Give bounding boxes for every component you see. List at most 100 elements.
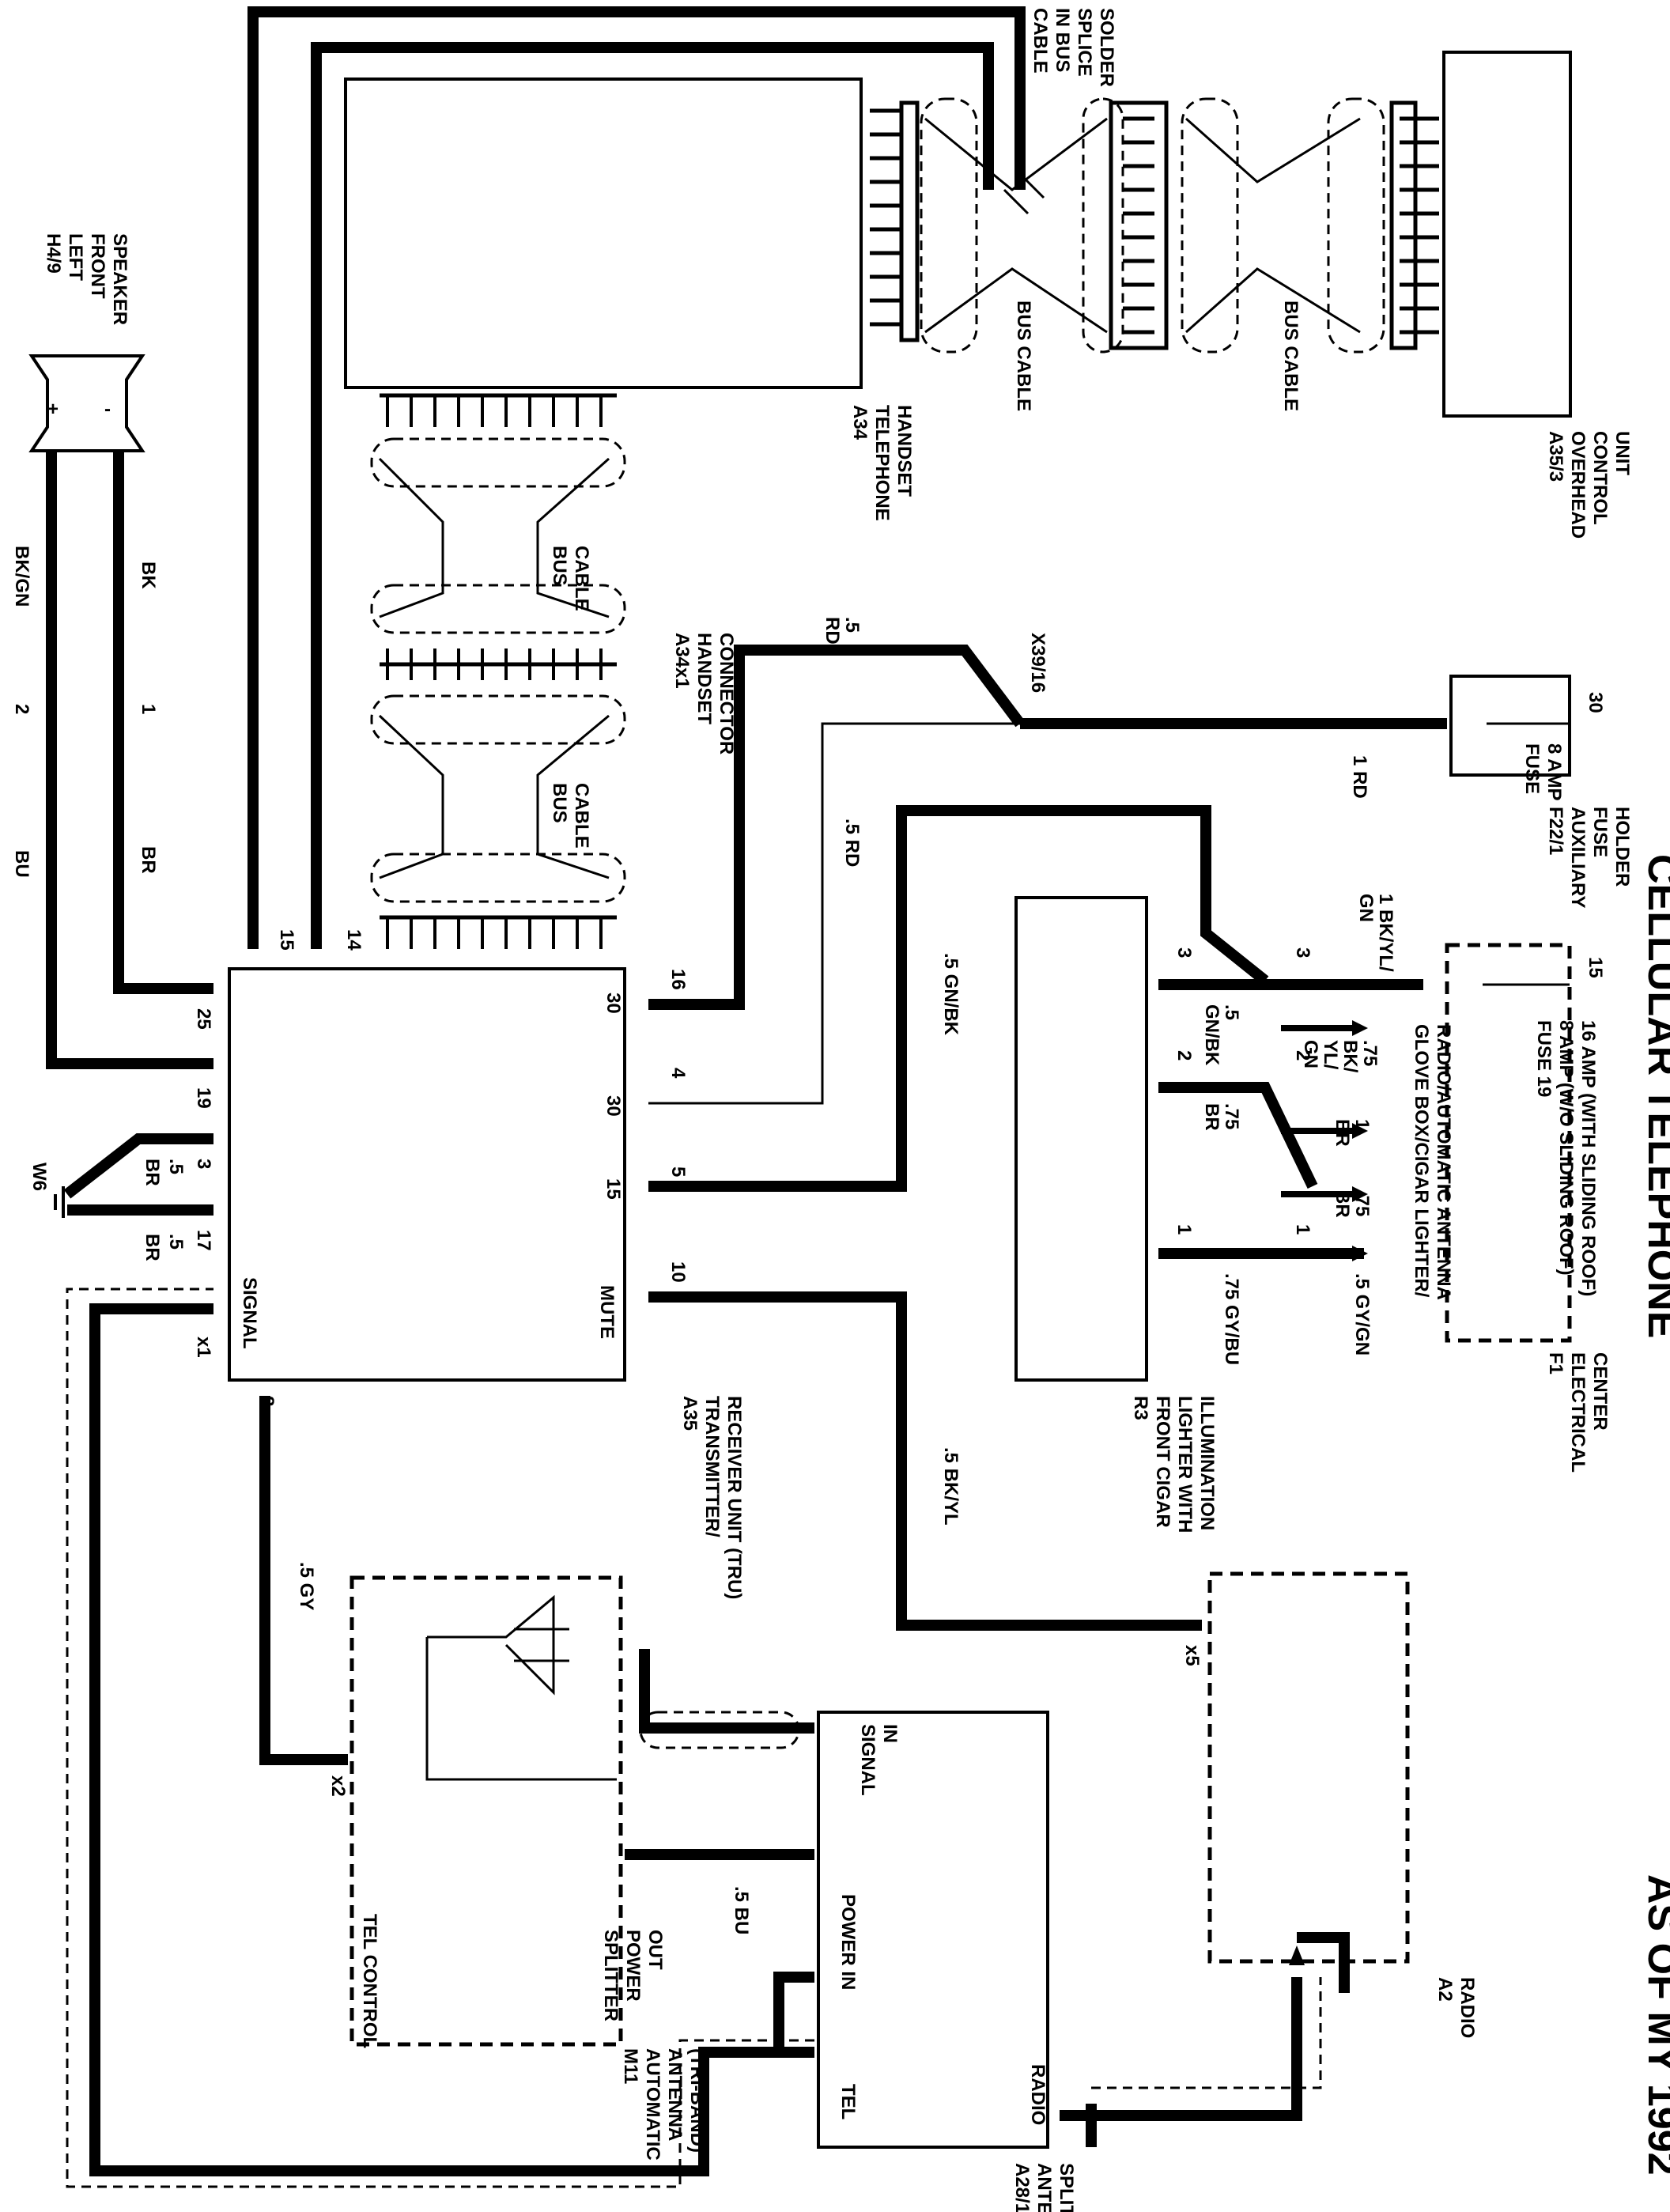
svg-text:AUTOMATIC: AUTOMATIC — [642, 2048, 663, 2161]
aux-fuse-holder — [1449, 675, 1571, 777]
svg-text:HANDSET: HANDSET — [693, 633, 715, 724]
svg-text:SPLICE: SPLICE — [1074, 8, 1095, 77]
r3-label: R3 FRONT CIGAR LIGHTER WITH ILLUMINATION — [1130, 1396, 1218, 1533]
wire-bk-label: BK — [138, 562, 159, 589]
glove-box-label: GLOVE BOX/CIGAR LIGHTER/ RADIO/AUTOMATIC… — [1411, 1024, 1454, 1300]
a35-label: A35 TRANSMITTER/ RECEIVER UNIT (TRU) — [679, 1396, 745, 1599]
svg-text:16 AMP (WITH SLIDING ROOF): 16 AMP (WITH SLIDING ROOF) — [1577, 1020, 1599, 1296]
svg-text:TELEPHONE: TELEPHONE — [871, 405, 893, 521]
svg-text:A28/1: A28/1 — [1011, 2163, 1033, 2212]
wire-rd: RD — [822, 617, 843, 645]
power-in-label: POWER IN — [837, 1894, 859, 1990]
telephone-handset-box — [344, 78, 863, 389]
wire-gygn: .5 GY/GN — [1351, 1273, 1373, 1356]
ground-br-1: .5 — [165, 1159, 187, 1174]
svg-text:CONTROL: CONTROL — [1589, 431, 1611, 525]
svg-text:FUSE: FUSE — [1589, 807, 1611, 857]
solder-splice-label: SOLDER SPLICE IN BUS CABLE — [1030, 8, 1117, 87]
speaker-plus: + — [47, 399, 59, 420]
tru-pin30a: 30 — [603, 993, 624, 1014]
wire-bu-label: BU — [11, 850, 32, 878]
r3-pin2: 2 — [1173, 1050, 1195, 1061]
pin-10-label: 10 — [667, 1261, 689, 1283]
r3-pin1: 1 — [1173, 1224, 1195, 1235]
overhead-unit-connector — [1389, 100, 1439, 350]
svg-text:OUT: OUT — [644, 1930, 666, 1970]
svg-text:A34x1: A34x1 — [671, 633, 693, 689]
tru-mute-label: MUTE — [596, 1285, 618, 1339]
automatic-antenna-box — [349, 1575, 623, 2047]
svg-text:HOLDER: HOLDER — [1611, 807, 1633, 887]
svg-text:ELECTRICAL: ELECTRICAL — [1567, 1352, 1589, 1473]
svg-text:FRONT: FRONT — [87, 233, 108, 299]
svg-text:CONNECTOR: CONNECTOR — [716, 633, 737, 754]
wire-yl: YL/ — [1320, 1040, 1341, 1070]
pin-4-label: 4 — [667, 1068, 689, 1079]
svg-text:CABLE: CABLE — [571, 783, 592, 849]
f1-pin1: 1 — [1292, 1224, 1313, 1235]
svg-text:FUSE: FUSE — [1521, 743, 1543, 794]
wire-bkyl-label: .5 BK/YL — [940, 1447, 962, 1526]
wire-pin-14 — [311, 42, 994, 949]
coax-radio-2 — [1086, 1932, 1350, 2147]
svg-text:LEFT: LEFT — [65, 233, 86, 281]
f22-1-label: F22/1 AUXILIARY FUSE HOLDER — [1545, 807, 1633, 908]
svg-text:CABLE: CABLE — [1030, 8, 1051, 74]
svg-text:BUS: BUS — [549, 783, 570, 823]
coax-radio-arrow — [1289, 1945, 1305, 1965]
bus-cable-vertical-label-2: BUS CABLE — [549, 783, 592, 849]
coax-signal-in — [639, 1649, 814, 1734]
svg-text:8 AMP (W/O SLIDING ROOF): 8 AMP (W/O SLIDING ROOF) — [1555, 1020, 1577, 1276]
bus-cable-label-1: BUS CABLE — [1013, 301, 1034, 411]
a2-label: A2 RADIO — [1434, 1977, 1478, 2038]
top-bus-cable — [920, 97, 1385, 354]
coax-tel-shield-line — [66, 1287, 814, 2188]
svg-text:BUS: BUS — [549, 546, 570, 586]
a35-3-label: A35/3 OVERHEAD CONTROL UNIT — [1545, 431, 1633, 539]
tru-pin15: 15 — [603, 1178, 624, 1200]
tru-pin3: 3 — [193, 1159, 214, 1169]
radio-port-label: RADIO — [1027, 2064, 1048, 2125]
wire-rd-5: .5 — [841, 617, 863, 633]
svg-text:POWER: POWER — [622, 1930, 644, 2002]
f1-pin2: 2 — [1292, 1050, 1313, 1061]
svg-text:SPLITTER: SPLITTER — [1056, 2163, 1077, 2212]
wire-gnbk — [648, 805, 1269, 1192]
ground-br-1b: BR — [142, 1159, 163, 1186]
tel-control-label: TEL CONTROL — [359, 1914, 380, 2048]
coax-tel-branch — [773, 1972, 814, 2052]
arrow-wires — [1281, 1025, 1352, 1257]
wire-pin-15 — [247, 6, 1026, 949]
svg-text:UNIT: UNIT — [1611, 431, 1633, 475]
wire-bu-label: .5 BU — [731, 1886, 752, 1934]
splice-connector — [1109, 100, 1169, 350]
svg-text:TRANSMITTER/: TRANSMITTER/ — [701, 1396, 723, 1537]
wire-gnbk-label: .5 GN/BK — [940, 953, 962, 1036]
pin-16-label: 16 — [667, 969, 689, 990]
svg-text:A34: A34 — [849, 405, 871, 441]
antenna-icon — [425, 1594, 617, 1781]
svg-text:M11: M11 — [620, 2048, 641, 2084]
m11-label: M11 AUTOMATIC ANTENNA (TRI-BAND) — [620, 2048, 708, 2161]
signal-in-label: SIGNAL IN — [857, 1724, 901, 1796]
w6-label: W6 — [28, 1163, 50, 1191]
cigar-lighter-box — [1014, 896, 1148, 1382]
wire-br-label: BR — [138, 846, 159, 874]
svg-text:RADIO/AUTOMATIC ANTENNA: RADIO/AUTOMATIC ANTENNA — [1433, 1024, 1454, 1300]
a28-1-label: A28/1 ANTENNA SPLITTER — [1011, 2163, 1077, 2212]
ground-icon — [54, 1186, 65, 1218]
svg-text:FRONT CIGAR: FRONT CIGAR — [1152, 1396, 1173, 1528]
svg-text:FUSE 19: FUSE 19 — [1533, 1020, 1555, 1097]
coax-tel — [89, 1303, 814, 2176]
wire-rd-5b: .5 RD — [841, 819, 863, 867]
svg-text:SIGNAL: SIGNAL — [857, 1724, 878, 1796]
svg-text:R3: R3 — [1130, 1396, 1151, 1420]
svg-text:A35/3: A35/3 — [1545, 431, 1566, 482]
pin-15-label: 15 — [276, 929, 297, 951]
wire-gy-label: .5 GY — [296, 1562, 317, 1610]
wire-bkyl-75: .75 — [1359, 1040, 1381, 1066]
coax-shield-1 — [639, 1711, 800, 1749]
splitter-power-out-label: SPLITTER POWER OUT — [600, 1930, 666, 2021]
speaker-icon — [28, 354, 145, 452]
svg-text:RADIO: RADIO — [1457, 1977, 1478, 2038]
